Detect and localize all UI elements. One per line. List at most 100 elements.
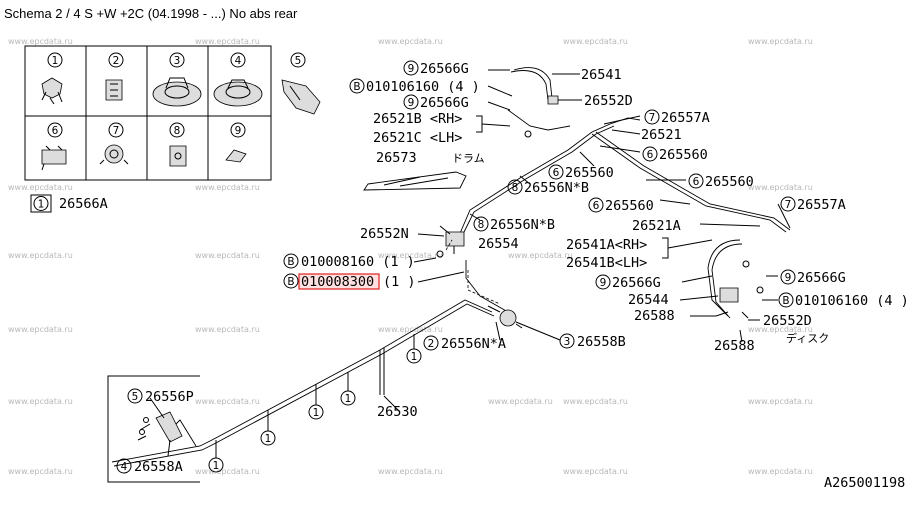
watermark: www.epcdata.ru [748,183,813,192]
highlighted-part-label[interactable]: 010008300 [301,274,374,290]
watermark: www.epcdata.ru [8,251,73,260]
legend-num: 1 [52,55,59,67]
callout-num: 5 [132,391,139,403]
part-label: (1 ) [383,274,416,290]
watermark: www.epcdata.ru [508,251,573,260]
part-label: 26566G [420,95,469,111]
part-label: 26556N*A [441,336,506,352]
part-label: 26541 [581,67,622,83]
part-label: 26541A<RH> [566,237,647,253]
part-label: 265560 [605,198,654,214]
hose-26541-icon [524,95,559,138]
part-label: 26521B <RH> [373,111,462,127]
part-label: 26544 [628,292,669,308]
label-leaders [149,69,791,457]
legend-num: 9 [235,125,242,137]
tee-joint-26554-icon [436,225,465,258]
legend-num: 8 [174,125,181,137]
watermark: www.epcdata.ru [748,467,813,476]
part-label: ドラム [452,152,485,165]
callout-num: 6 [693,176,700,188]
callout-num: 9 [408,97,415,109]
watermark: www.epcdata.ru [8,183,73,192]
clip-part-9-icon [225,149,247,163]
part-label: 26554 [478,236,519,252]
callout-num: 9 [408,63,415,75]
callout-num: 4 [121,461,128,473]
part-label: 26552D [763,313,812,329]
watermark: www.epcdata.ru [748,37,813,46]
watermark: www.epcdata.ru [563,397,628,406]
grommet-part-4-icon [213,79,263,107]
callout-num: 2 [428,338,435,350]
callout-num: 7 [649,112,656,124]
callout-num: 3 [564,336,571,348]
dashed-leaders [445,239,501,305]
grommet-part-3-icon [152,77,202,107]
callout-num: 6 [647,149,654,161]
part-label: 26530 [377,404,418,420]
legend-note-part: 26566A [59,196,108,212]
callout-num: B [353,81,360,93]
watermark: www.epcdata.ru [8,37,73,46]
watermark: www.epcdata.ru [378,467,443,476]
part-label: 26556N*B [490,217,555,233]
part-label: 26566G [797,270,846,286]
callout-num: 8 [512,182,519,194]
callout-num: 8 [478,219,485,231]
callout-num: 9 [785,272,792,284]
part-label: 265560 [565,165,614,181]
part-label: 010106160 (4 ) [795,293,909,309]
part-label: 26557A [797,197,846,213]
part-label: 26588 [714,338,755,354]
clip-marker: 1 [313,407,320,419]
disc-bracket-icon [715,260,764,319]
highlight-box [298,273,380,290]
legend-num: 3 [174,55,181,67]
part-label: 265560 [705,174,754,190]
legend-num: 2 [113,55,120,67]
part-label: 26541B<LH> [566,255,647,271]
part-label: 26573 [376,150,417,166]
callout-num: B [287,256,294,268]
clip-marker: 1 [345,393,352,405]
watermark: www.epcdata.ru [378,37,443,46]
clip-markers: 1 1 1 1 1 [208,334,422,473]
part-label: 265560 [659,147,708,163]
watermark: www.epcdata.ru [748,325,813,334]
legend-cell-numbers: 1 2 3 4 5 6 7 8 9 [47,52,306,138]
legend-num: 4 [235,55,242,67]
part-label: 26556P [145,389,194,405]
legend-note-num: 1 [38,199,45,211]
clip-marker: 1 [265,433,272,445]
brake-pipe-network [111,67,791,467]
part-label: 26521C <LH> [373,130,462,146]
callout-num: 6 [553,167,560,179]
watermark: www.epcdata.ru [488,397,553,406]
callout-num: 6 [593,200,600,212]
callout-labels: 9 26566G B 010106160 (4 ) 9 26566G 26521… [116,60,909,475]
part-label: 26566G [420,61,469,77]
legend-num: 5 [295,55,302,67]
page-title: Schema 2 / 4 S +W +2C (04.1998 - ...) No… [4,6,298,21]
legend-num: 7 [113,125,120,137]
part-label: 26588 [634,308,675,324]
part-label: 26521 [641,127,682,143]
watermark: www.epcdata.ru [8,325,73,334]
watermark: www.epcdata.ru [748,397,813,406]
watermark: www.epcdata.ru [563,467,628,476]
callout-num: B [287,276,294,288]
watermark: www.epcdata.ru [378,251,443,260]
clip-marker: 1 [213,460,220,472]
part-label: 26521A [632,218,681,234]
watermark: www.epcdata.ru [8,397,73,406]
inset-frame [107,375,200,483]
callout-num: B [782,295,789,307]
watermark: www.epcdata.ru [378,325,443,334]
figure-id: A265001198 [824,475,905,491]
part-label: 26558B [577,334,626,350]
callout-num: 7 [785,199,792,211]
watermark: www.epcdata.ru [195,251,260,260]
watermarks: www.epcdata.ru www.epcdata.ru www.epcdat… [8,37,813,476]
